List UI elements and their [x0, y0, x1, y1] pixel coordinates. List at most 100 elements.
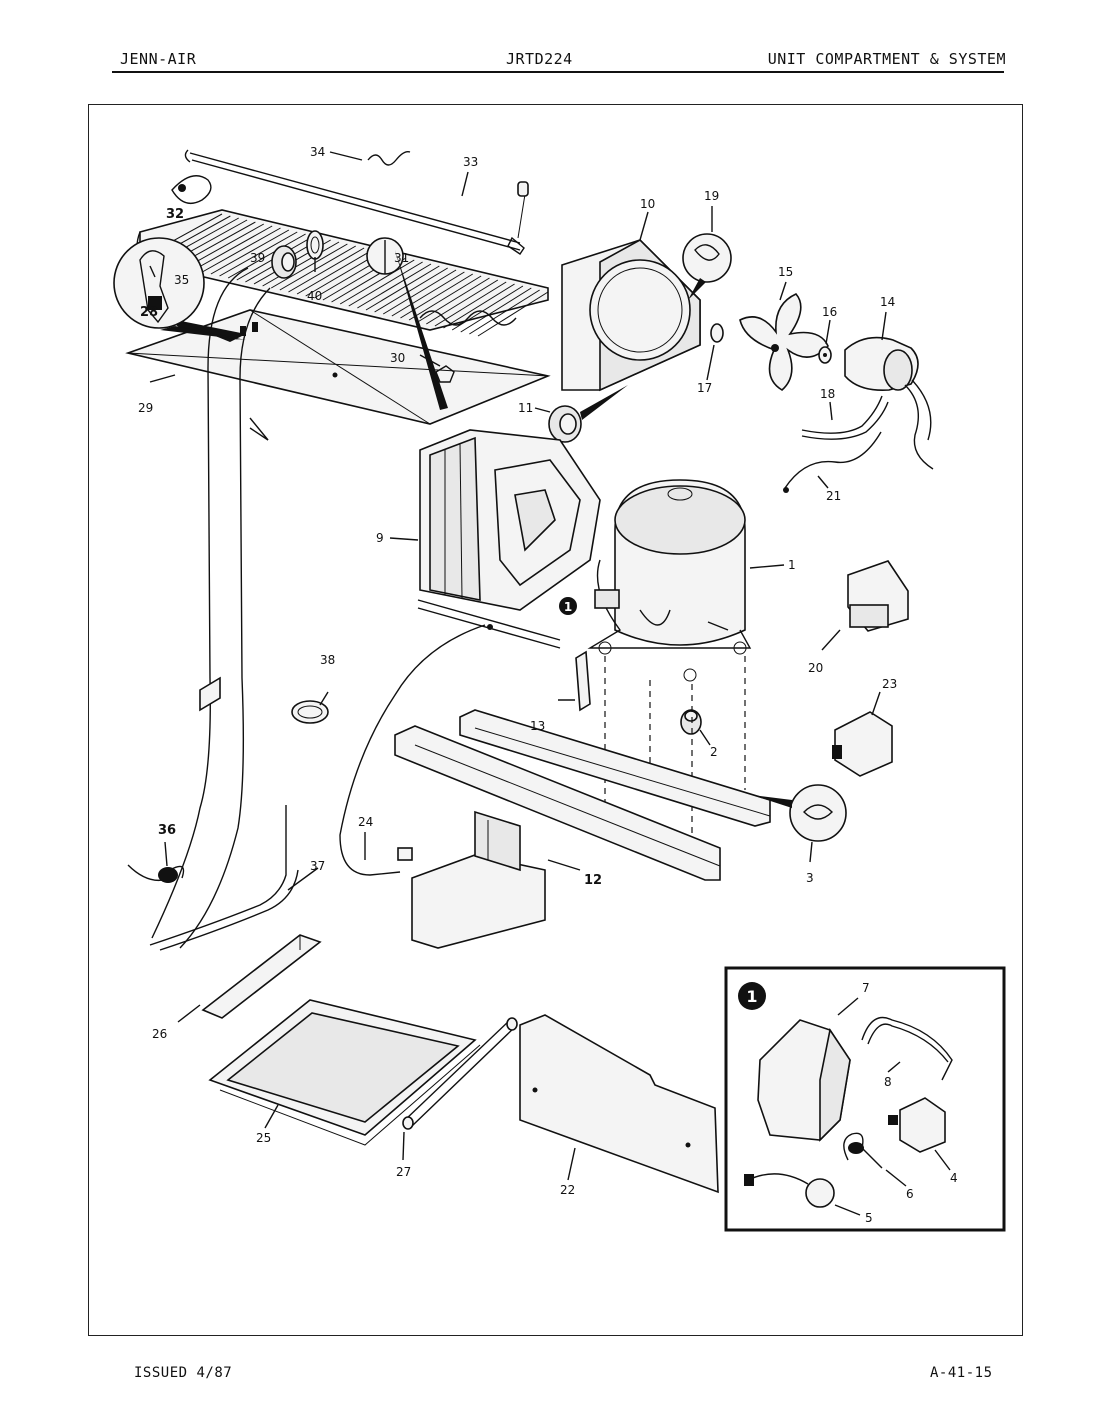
callout-23: 23 [882, 677, 897, 691]
callout-33: 33 [463, 155, 478, 169]
callout-39: 39 [250, 251, 265, 265]
base-rails [394, 709, 771, 881]
compressor-badge: 1 [564, 600, 572, 614]
callout-8: 8 [884, 1075, 892, 1089]
part-33-tube [184, 149, 529, 255]
callout-20: 20 [808, 661, 823, 675]
part-15-fan-blade [739, 293, 829, 391]
condenser-fin [288, 247, 365, 293]
callout-18: 18 [820, 387, 835, 401]
header-brand: JENN-AIR [120, 50, 197, 68]
callout-36: 36 [158, 823, 176, 838]
part-2-mount [680, 709, 702, 735]
header-rule [112, 71, 1004, 73]
part-30-bracket [435, 365, 455, 383]
footer-page-code: A-41-15 [930, 1365, 993, 1381]
part-4-relay [888, 1097, 946, 1153]
callout-2: 2 [710, 745, 718, 759]
inset-box: 1 [724, 966, 1006, 1232]
part-32-clip [171, 175, 212, 204]
part-36-clamp [127, 864, 185, 883]
condenser-fin [426, 279, 499, 325]
callout-29: 29 [138, 401, 153, 415]
part-25-drip-pan [208, 999, 481, 1146]
callout-labels: 34 33 32 28 29 30 31 35 39 40 9 10 19 17… [138, 145, 958, 1225]
mounting-guides [604, 656, 746, 840]
part-18-tube [801, 395, 889, 440]
header-section-title: UNIT COMPARTMENT & SYSTEM [767, 50, 1006, 68]
part-21-harness [783, 431, 882, 493]
footer-issued: ISSUED 4/87 [134, 1365, 233, 1381]
callout-31: 31 [394, 251, 409, 265]
part-14-fan-motor [844, 336, 934, 470]
part-8-wire [861, 1016, 953, 1081]
part-38-strap [291, 700, 329, 724]
condenser-fin [202, 227, 281, 273]
part-7-cover [757, 1019, 851, 1142]
part-22-back-panel [519, 1014, 719, 1194]
part-16-nut [818, 346, 832, 364]
condenser-fin [408, 275, 482, 321]
part-40-ring [306, 230, 324, 260]
condenser-fin [262, 241, 340, 287]
condenser-fin [365, 265, 440, 311]
callout-12: 12 [584, 873, 602, 888]
condenser-fin [219, 231, 298, 277]
inset-badge: 1 [746, 987, 757, 1006]
callout-19: 19 [704, 189, 719, 203]
callout-6: 6 [906, 1187, 914, 1201]
condenser-fin [417, 277, 490, 323]
condenser-fin [270, 243, 348, 289]
condenser-fin [348, 261, 423, 307]
leader-lines [149, 151, 951, 1216]
callout-15: 15 [778, 265, 793, 279]
condenser-fin [296, 249, 373, 295]
part-3-inset [752, 784, 847, 842]
header-model: JRTD224 [506, 50, 573, 68]
part-6-clip [843, 1132, 883, 1169]
part-37-drain-tube [149, 267, 299, 951]
callout-1: 1 [788, 558, 796, 572]
part-23-timer [832, 711, 893, 777]
callout-38: 38 [320, 653, 335, 667]
part-11-grommet [548, 385, 628, 443]
condenser-fin [469, 289, 540, 335]
condenser-fin [210, 229, 290, 275]
condenser-fin [357, 263, 432, 309]
condenser-fin [339, 259, 415, 305]
part-34-wire [367, 150, 411, 166]
callout-3: 3 [806, 871, 814, 885]
callout-30: 30 [390, 351, 405, 365]
part-1-compressor [559, 479, 752, 682]
callout-9: 9 [376, 531, 384, 545]
part-12-base-plate [411, 810, 546, 949]
callout-25: 25 [256, 1131, 271, 1145]
callout-17: 17 [697, 381, 712, 395]
condenser-fin [443, 283, 515, 329]
callout-37: 37 [310, 859, 325, 873]
callout-34: 34 [310, 145, 325, 159]
part-5-overload [744, 1173, 835, 1208]
part-39-grommet [271, 245, 297, 279]
callout-26: 26 [152, 1027, 167, 1041]
part-24-cord [339, 624, 493, 876]
condenser-fin [227, 233, 306, 279]
diagram-frame [88, 104, 1023, 1336]
part-9-pan [417, 429, 601, 649]
part-19-inset [682, 233, 732, 300]
part-27-rod [402, 1017, 518, 1130]
condenser-fin [193, 225, 273, 271]
callout-27: 27 [396, 1165, 411, 1179]
callout-10: 10 [640, 197, 655, 211]
callout-32: 32 [166, 207, 184, 222]
callout-14: 14 [880, 295, 895, 309]
condenser-fin [391, 271, 465, 317]
condenser-fin [460, 287, 532, 333]
callout-5: 5 [865, 1211, 873, 1225]
callout-7: 7 [862, 981, 870, 995]
callout-13: 13 [530, 719, 545, 733]
callout-28: 28 [140, 305, 158, 320]
callout-40: 40 [307, 289, 322, 303]
condenser-fin [434, 281, 507, 327]
